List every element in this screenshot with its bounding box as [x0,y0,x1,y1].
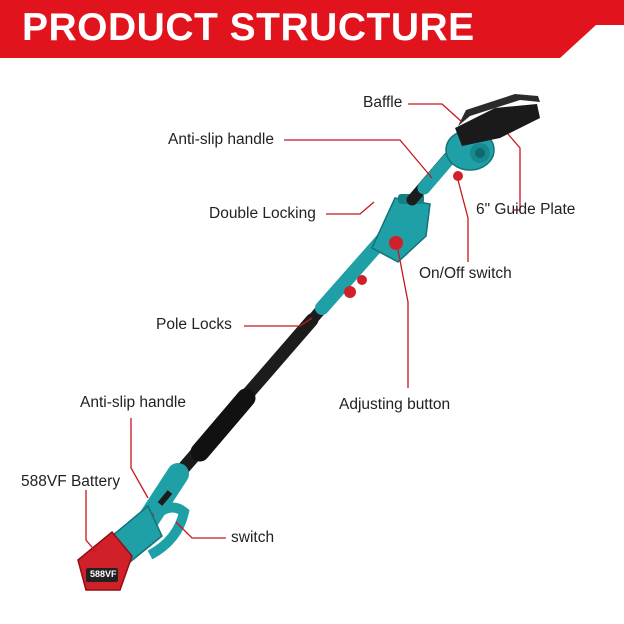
page-title: PRODUCT STRUCTURE [22,6,475,49]
callout-anti-slip-handle-bottom: Anti-slip handle [80,394,186,411]
leader-baffle [408,103,463,123]
adjusting-button-knob [389,236,403,250]
leader-battery [85,490,97,553]
anti-slip-handle-top [417,153,455,195]
pole-lock-clip-2 [357,275,367,285]
leader-anti-slip-top [284,139,433,179]
foam-grip [190,388,256,462]
pole-lock-sleeve [315,233,389,315]
callout-switch: switch [231,529,275,546]
leader-pole-locks [244,317,313,327]
callout-anti-slip-handle-top: Anti-slip handle [168,131,274,148]
callout-guide-plate: 6" Guide Plate [476,201,576,218]
leader-anti-slip-bottom [130,418,149,499]
leader-on-off [457,179,469,262]
leader-lines [85,103,521,553]
leader-double-locking [326,201,375,215]
on-off-switch-marker [453,171,463,181]
battery-pack-label: 588VF [90,569,117,579]
callout-battery: 588VF Battery [21,473,121,490]
callout-adjusting-button: Adjusting button [339,396,451,413]
banner-shape [0,0,624,58]
pole-lock-clip-1 [344,286,356,298]
baffle-cover [458,94,540,126]
leader-adjusting [397,249,409,388]
leader-switch [175,521,226,539]
header-banner: PRODUCT STRUCTURE [0,0,624,58]
callout-on-off-switch: On/Off switch [419,265,512,282]
battery-pack [77,530,133,591]
callout-pole-locks: Pole Locks [156,316,232,333]
saw-head [445,94,540,181]
guide-bar [455,104,540,146]
callout-double-locking: Double Locking [209,205,316,222]
callout-baffle: Baffle [363,94,403,111]
double-locking-housing [371,194,431,263]
leader-guide-plate [507,133,521,211]
handle-grip-strip [157,490,173,506]
